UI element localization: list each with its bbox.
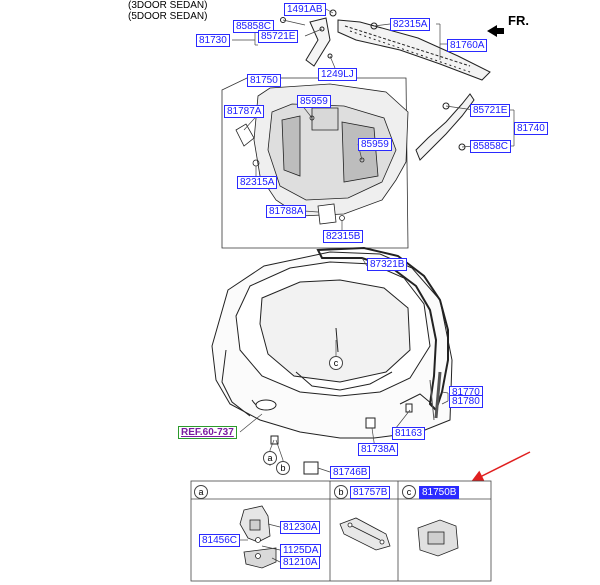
part-label-82315A-left[interactable]: 82315A <box>237 176 278 189</box>
highlight-arrow <box>471 451 531 482</box>
callout-a-drawing: a <box>263 451 277 465</box>
callout-c-drawing: c <box>329 356 343 370</box>
part-label-81750[interactable]: 81750 <box>247 74 281 87</box>
callout-b-drawing: b <box>276 461 290 475</box>
part-label-81456C[interactable]: 81456C <box>199 534 241 547</box>
detail-c-drawing <box>417 519 459 557</box>
detail-a-drawing <box>239 505 277 569</box>
part-label-85721E-right[interactable]: 85721E <box>470 104 511 117</box>
part-label-81757B[interactable]: 81757B <box>350 486 391 499</box>
part-label-81788A[interactable]: 81788A <box>266 205 307 218</box>
detail-b-drawing <box>339 517 391 551</box>
part-label-85721E-top[interactable]: 85721E <box>258 30 299 43</box>
part-label-81740[interactable]: 81740 <box>514 122 548 135</box>
part-label-82315A-top[interactable]: 82315A <box>390 18 431 31</box>
part-label-1491AB[interactable]: 1491AB <box>284 3 326 16</box>
part-label-85959-a[interactable]: 85959 <box>297 95 331 108</box>
part-label-81163[interactable]: 81163 <box>392 427 426 440</box>
part-label-81230A[interactable]: 81230A <box>280 521 321 534</box>
part-label-81730[interactable]: 81730 <box>196 34 230 47</box>
part-label-81787A[interactable]: 81787A <box>224 105 265 118</box>
part-label-81746B[interactable]: 81746B <box>330 466 371 479</box>
part-label-85959-b[interactable]: 85959 <box>358 138 392 151</box>
part-label-87321B[interactable]: 87321B <box>367 258 408 271</box>
callout-a-table: a <box>194 485 208 499</box>
front-direction-arrow <box>487 25 504 37</box>
part-label-85858C-top[interactable]: 85858C <box>233 20 275 33</box>
variant-note-3door: (3DOOR SEDAN) <box>128 0 208 11</box>
part-label-81780[interactable]: 81780 <box>449 395 483 408</box>
front-direction-label: FR. <box>508 13 529 28</box>
part-label-81210A[interactable]: 81210A <box>280 556 321 569</box>
spoiler-garnish-drawing <box>280 9 491 161</box>
reference-link[interactable]: REF.60-737 <box>178 426 237 439</box>
part-label-81760A[interactable]: 81760A <box>447 39 488 52</box>
part-label-81750B[interactable]: 81750B <box>419 486 460 499</box>
callout-c-table: c <box>402 485 416 499</box>
variant-note-5door: (5DOOR SEDAN) <box>128 11 208 22</box>
callout-b-table: b <box>334 485 348 499</box>
detail-a-leaders <box>238 523 281 563</box>
part-label-81738A[interactable]: 81738A <box>358 443 399 456</box>
part-label-85858C-right[interactable]: 85858C <box>470 140 512 153</box>
part-label-82315B[interactable]: 82315B <box>323 230 364 243</box>
part-label-1249LJ[interactable]: 1249LJ <box>318 68 357 81</box>
